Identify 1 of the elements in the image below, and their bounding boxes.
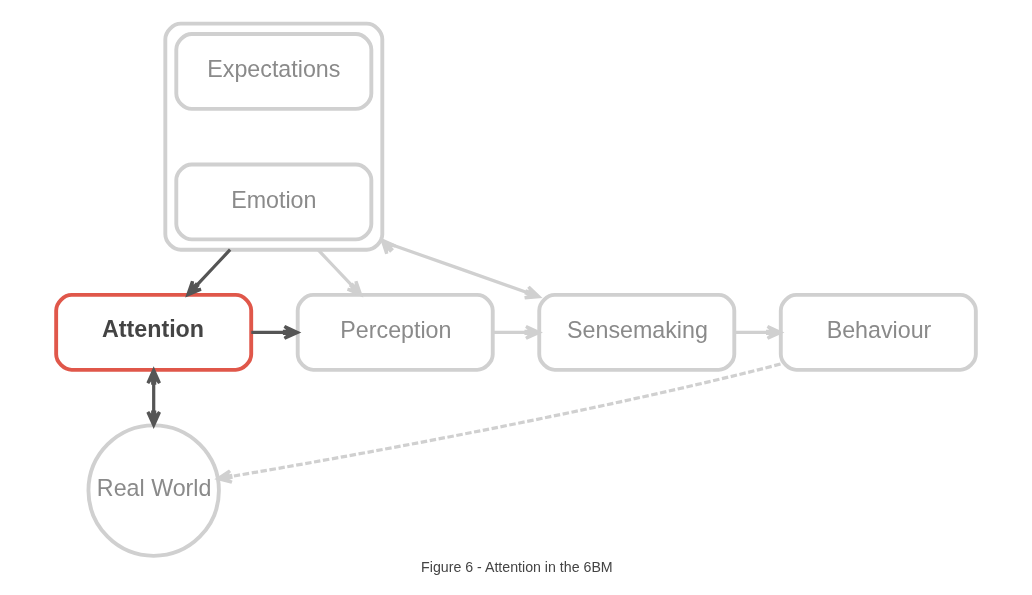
caption: Figure 6 - Attention in the 6BM	[421, 559, 613, 576]
